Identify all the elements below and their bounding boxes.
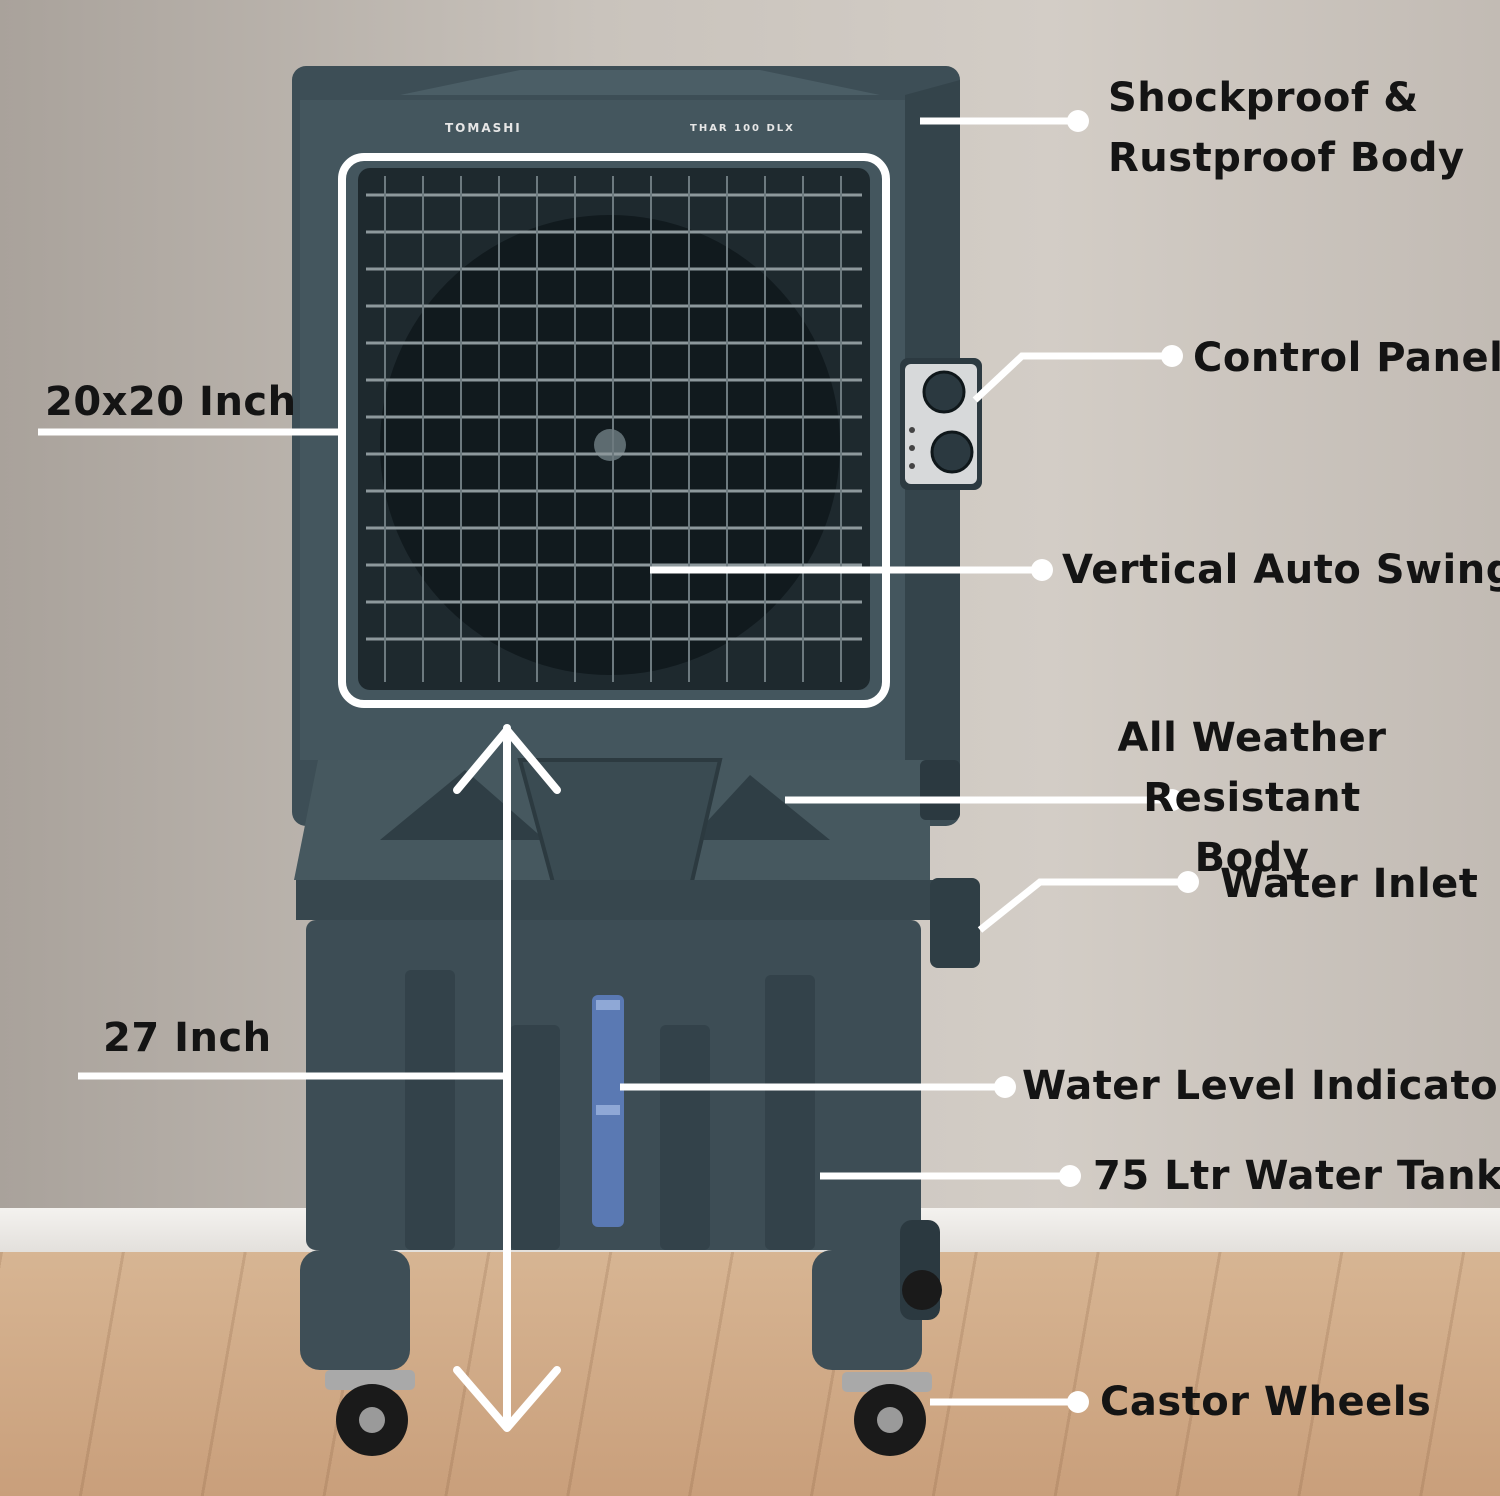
- brand-text: TOMASHI: [445, 121, 522, 135]
- leader-lines: [38, 117, 1188, 1406]
- wooden-floor: [0, 1252, 1500, 1496]
- castor-wheels-shapes: [325, 1270, 942, 1456]
- leader-control-panel: [972, 352, 1172, 403]
- model-text: THAR 100 DLX: [690, 123, 795, 134]
- leader-dots: [994, 110, 1199, 1413]
- callout-all-weather-body: All Weather Resistant Body: [1117, 715, 1387, 881]
- fan-grill: [358, 168, 870, 690]
- leader-water-inlet: [977, 878, 1188, 933]
- callout-water-level-indicator: Water Level Indicator: [1022, 1063, 1500, 1109]
- control-panel-unit: [900, 358, 982, 490]
- water-inlet-shape: [930, 878, 980, 968]
- dimension-height: 27 Inch: [103, 1015, 272, 1061]
- callout-control-panel: Control Panel: [1193, 335, 1500, 381]
- dimension-fan-size: 20x20 Inch: [45, 379, 297, 425]
- callout-water-tank: 75 Ltr Water Tank: [1093, 1153, 1500, 1199]
- callout-shockproof-body: Shockproof & Rustproof Body: [1108, 75, 1465, 181]
- fan-size-frame: [338, 153, 890, 708]
- callout-vertical-auto-swing: Vertical Auto Swing: [1062, 547, 1500, 593]
- callout-water-inlet: Water Inlet: [1220, 861, 1479, 907]
- callout-castor-wheels: Castor Wheels: [1100, 1379, 1432, 1425]
- height-arrow: [453, 724, 561, 1432]
